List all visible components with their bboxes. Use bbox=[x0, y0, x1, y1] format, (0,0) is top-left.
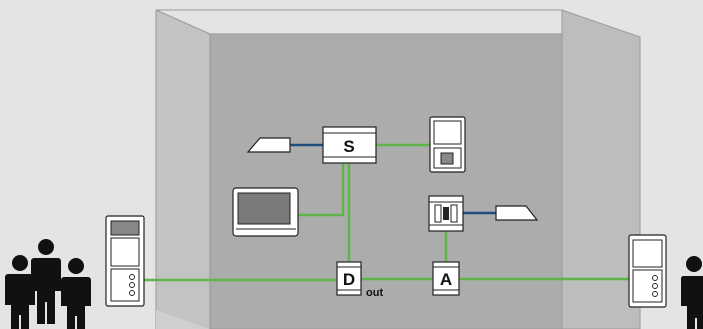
power-supply-icon bbox=[428, 195, 464, 232]
room-floor bbox=[156, 310, 210, 329]
amplifier: A bbox=[432, 261, 460, 296]
distributor-label: D bbox=[343, 270, 355, 289]
switch-actuator-label: S bbox=[343, 137, 354, 156]
group-of-people-icon bbox=[5, 239, 91, 329]
room-right-wall bbox=[562, 10, 640, 329]
distributor-output-label: out bbox=[366, 287, 383, 299]
room-box bbox=[155, 9, 641, 329]
room-edge-top-left bbox=[155, 9, 211, 35]
room-back-wall bbox=[210, 34, 562, 329]
video-monitor-icon bbox=[232, 187, 299, 237]
door-opener-icon bbox=[246, 137, 291, 153]
room-left-wall bbox=[156, 10, 210, 329]
outdoor-station-icon bbox=[628, 234, 667, 308]
wiring bbox=[142, 143, 638, 282]
single-person-icon bbox=[680, 256, 703, 329]
distributor: D out bbox=[336, 261, 383, 299]
indoor-station-icon bbox=[429, 116, 466, 173]
amplifier-label: A bbox=[440, 270, 452, 289]
outdoor-station-icon bbox=[105, 215, 145, 307]
room-front-frame bbox=[155, 9, 641, 329]
switch-to-monitor-wire bbox=[296, 159, 345, 217]
door-opener-icon bbox=[495, 205, 539, 221]
switch-actuator: S bbox=[322, 126, 377, 164]
